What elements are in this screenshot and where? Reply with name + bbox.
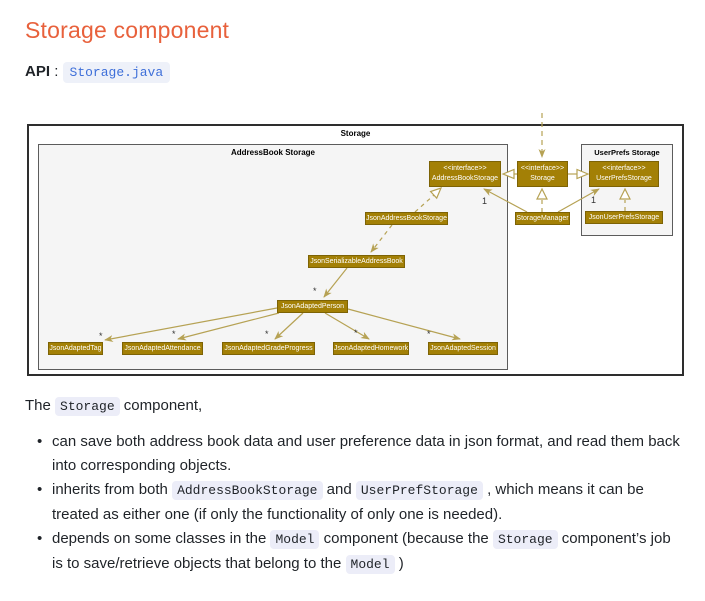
stereotype-label: <<interface>> bbox=[443, 165, 487, 173]
arrow-to-jsonserializableaddressbook bbox=[370, 224, 393, 253]
class-jsonadaptedsession: JsonAdaptedSession bbox=[428, 342, 498, 355]
arrow-storagemanager-to-userprefsstorage bbox=[557, 188, 600, 213]
arrow-to-jsonadaptedattendance bbox=[177, 312, 280, 341]
multiplicity-label: * bbox=[265, 329, 269, 339]
page-title: Storage component bbox=[25, 17, 230, 43]
hollow-triangle bbox=[501, 168, 515, 180]
arrow-to-jsonadaptedperson bbox=[323, 267, 348, 298]
inline-code: UserPrefStorage bbox=[355, 481, 483, 500]
package-userprefs-storage-title: UserPrefs Storage bbox=[594, 148, 660, 157]
class-jsonadaptedhomework: JsonAdaptedHomework bbox=[333, 342, 409, 355]
arrow-storagemanager-to-addressbookstorage bbox=[483, 188, 528, 213]
class-storagemanager: StorageManager bbox=[515, 212, 570, 225]
hollow-triangle bbox=[576, 168, 590, 180]
uml-diagram: Storage AddressBook Storage UserPrefs St… bbox=[25, 113, 686, 383]
arrow-jsonaddressbookstorage-implements bbox=[414, 194, 435, 213]
hollow-triangle bbox=[536, 187, 548, 200]
arrow-to-jsonadaptedtag bbox=[104, 307, 278, 342]
class-name-label: AddressBookStorage bbox=[431, 175, 499, 182]
multiplicity-label: 1 bbox=[591, 195, 596, 205]
list-item: inherits from both AddressBookStorage an… bbox=[25, 478, 685, 527]
multiplicity-label: * bbox=[313, 286, 317, 296]
intro-paragraph: The Storage component, bbox=[25, 397, 203, 416]
diagram-arrows: 1 1 * * * * * * bbox=[99, 113, 631, 342]
inline-code: Storage bbox=[55, 397, 120, 416]
package-addressbook-storage-title: AddressBook Storage bbox=[230, 148, 316, 157]
class-jsonadaptedattendance: JsonAdaptedAttendance bbox=[122, 342, 203, 355]
class-name-label: UserPrefsStorage bbox=[596, 175, 652, 182]
multiplicity-label: * bbox=[99, 331, 103, 341]
api-storage-java-link[interactable]: Storage.java bbox=[62, 62, 171, 83]
inline-code: Model bbox=[270, 530, 320, 549]
api-separator: : bbox=[54, 63, 59, 80]
package-storage-title: Storage bbox=[340, 129, 371, 138]
list-item: can save both address book data and user… bbox=[25, 430, 685, 478]
class-addressbookstorage-interface: <<interface>> AddressBookStorage bbox=[429, 161, 501, 187]
class-jsonserializableaddressbook: JsonSerializableAddressBook bbox=[308, 255, 405, 268]
api-line: API : Storage.java bbox=[25, 62, 171, 83]
class-jsonadaptedperson: JsonAdaptedPerson bbox=[277, 300, 348, 313]
arrow-to-jsonadaptedgradeprogress bbox=[274, 312, 304, 340]
hollow-triangle bbox=[429, 187, 443, 200]
multiplicity-label: 1 bbox=[482, 196, 487, 206]
bullet-list: can save both address book data and user… bbox=[25, 430, 685, 577]
stereotype-label: <<interface>> bbox=[520, 165, 565, 173]
list-item: depends on some classes in the Model com… bbox=[25, 527, 685, 577]
class-jsonadaptedtag: JsonAdaptedTag bbox=[48, 342, 103, 355]
class-name-label: Storage bbox=[530, 175, 555, 182]
inline-code: Model bbox=[345, 555, 395, 574]
multiplicity-label: * bbox=[172, 329, 176, 339]
inline-code: Storage bbox=[492, 530, 558, 549]
multiplicity-label: * bbox=[427, 329, 431, 339]
class-userprefsstorage-interface: <<interface>> UserPrefsStorage bbox=[589, 161, 659, 187]
stereotype-label: <<interface>> bbox=[602, 165, 646, 173]
multiplicity-label: * bbox=[354, 328, 358, 338]
class-storage-interface: <<interface>> Storage bbox=[517, 161, 568, 187]
arrow-to-jsonadaptedhomework bbox=[324, 312, 370, 340]
class-jsonaddressbookstorage: JsonAddressBookStorage bbox=[365, 212, 448, 225]
hollow-triangle bbox=[619, 187, 631, 200]
inline-code: AddressBookStorage bbox=[172, 481, 323, 500]
class-jsonadaptedgradeprogress: JsonAdaptedGradeProgress bbox=[222, 342, 315, 355]
class-jsonuserprefsstorage: JsonUserPrefsStorage bbox=[585, 211, 663, 224]
arrow-to-jsonadaptedsession bbox=[347, 308, 461, 341]
api-label: API bbox=[25, 63, 51, 80]
